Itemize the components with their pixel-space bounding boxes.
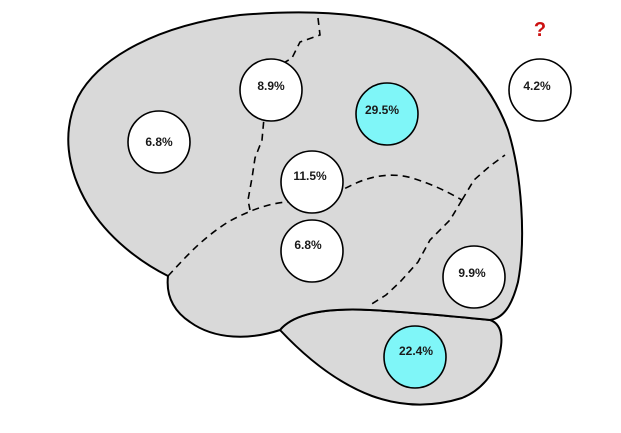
question-mark: ? xyxy=(534,19,546,41)
lateral-sulcus-line xyxy=(167,174,463,277)
region-unknown: 4.2% xyxy=(508,58,572,122)
region-label: 22.4% xyxy=(399,344,433,358)
sulcus-lines xyxy=(167,17,506,306)
region-circle xyxy=(280,150,344,214)
region-circle xyxy=(239,58,303,122)
region-label: 6.8% xyxy=(145,135,173,149)
region-label: 29.5% xyxy=(365,103,399,117)
region-circle xyxy=(508,58,572,122)
region-circle xyxy=(442,245,506,309)
region-occipital: 9.9% xyxy=(442,245,506,309)
occipital-boundary-line xyxy=(369,199,463,306)
parieto-occipital-line xyxy=(461,154,506,201)
region-circle xyxy=(383,325,447,389)
region-circle xyxy=(280,219,344,283)
region-label: 8.9% xyxy=(257,79,285,93)
region-temporal-upper: 6.8% xyxy=(280,219,344,283)
region-circle xyxy=(127,110,191,174)
region-frontal: 6.8% xyxy=(127,110,191,174)
central-sulcus-line xyxy=(247,17,321,211)
region-label: 11.5% xyxy=(293,169,327,183)
region-label: 4.2% xyxy=(523,79,551,93)
region-parietal: 29.5% xyxy=(355,82,419,146)
region-circle xyxy=(355,82,419,146)
region-label: 6.8% xyxy=(294,238,322,252)
region-precentral: 8.9% xyxy=(239,58,303,122)
region-temporal-lower: 22.4% xyxy=(383,325,447,389)
region-circles: 6.8% 8.9% 29.5% 4.2% 11.5% 6.8% 9.9% 22 xyxy=(127,58,572,389)
region-label: 9.9% xyxy=(458,266,486,280)
region-central: 11.5% xyxy=(280,150,344,214)
